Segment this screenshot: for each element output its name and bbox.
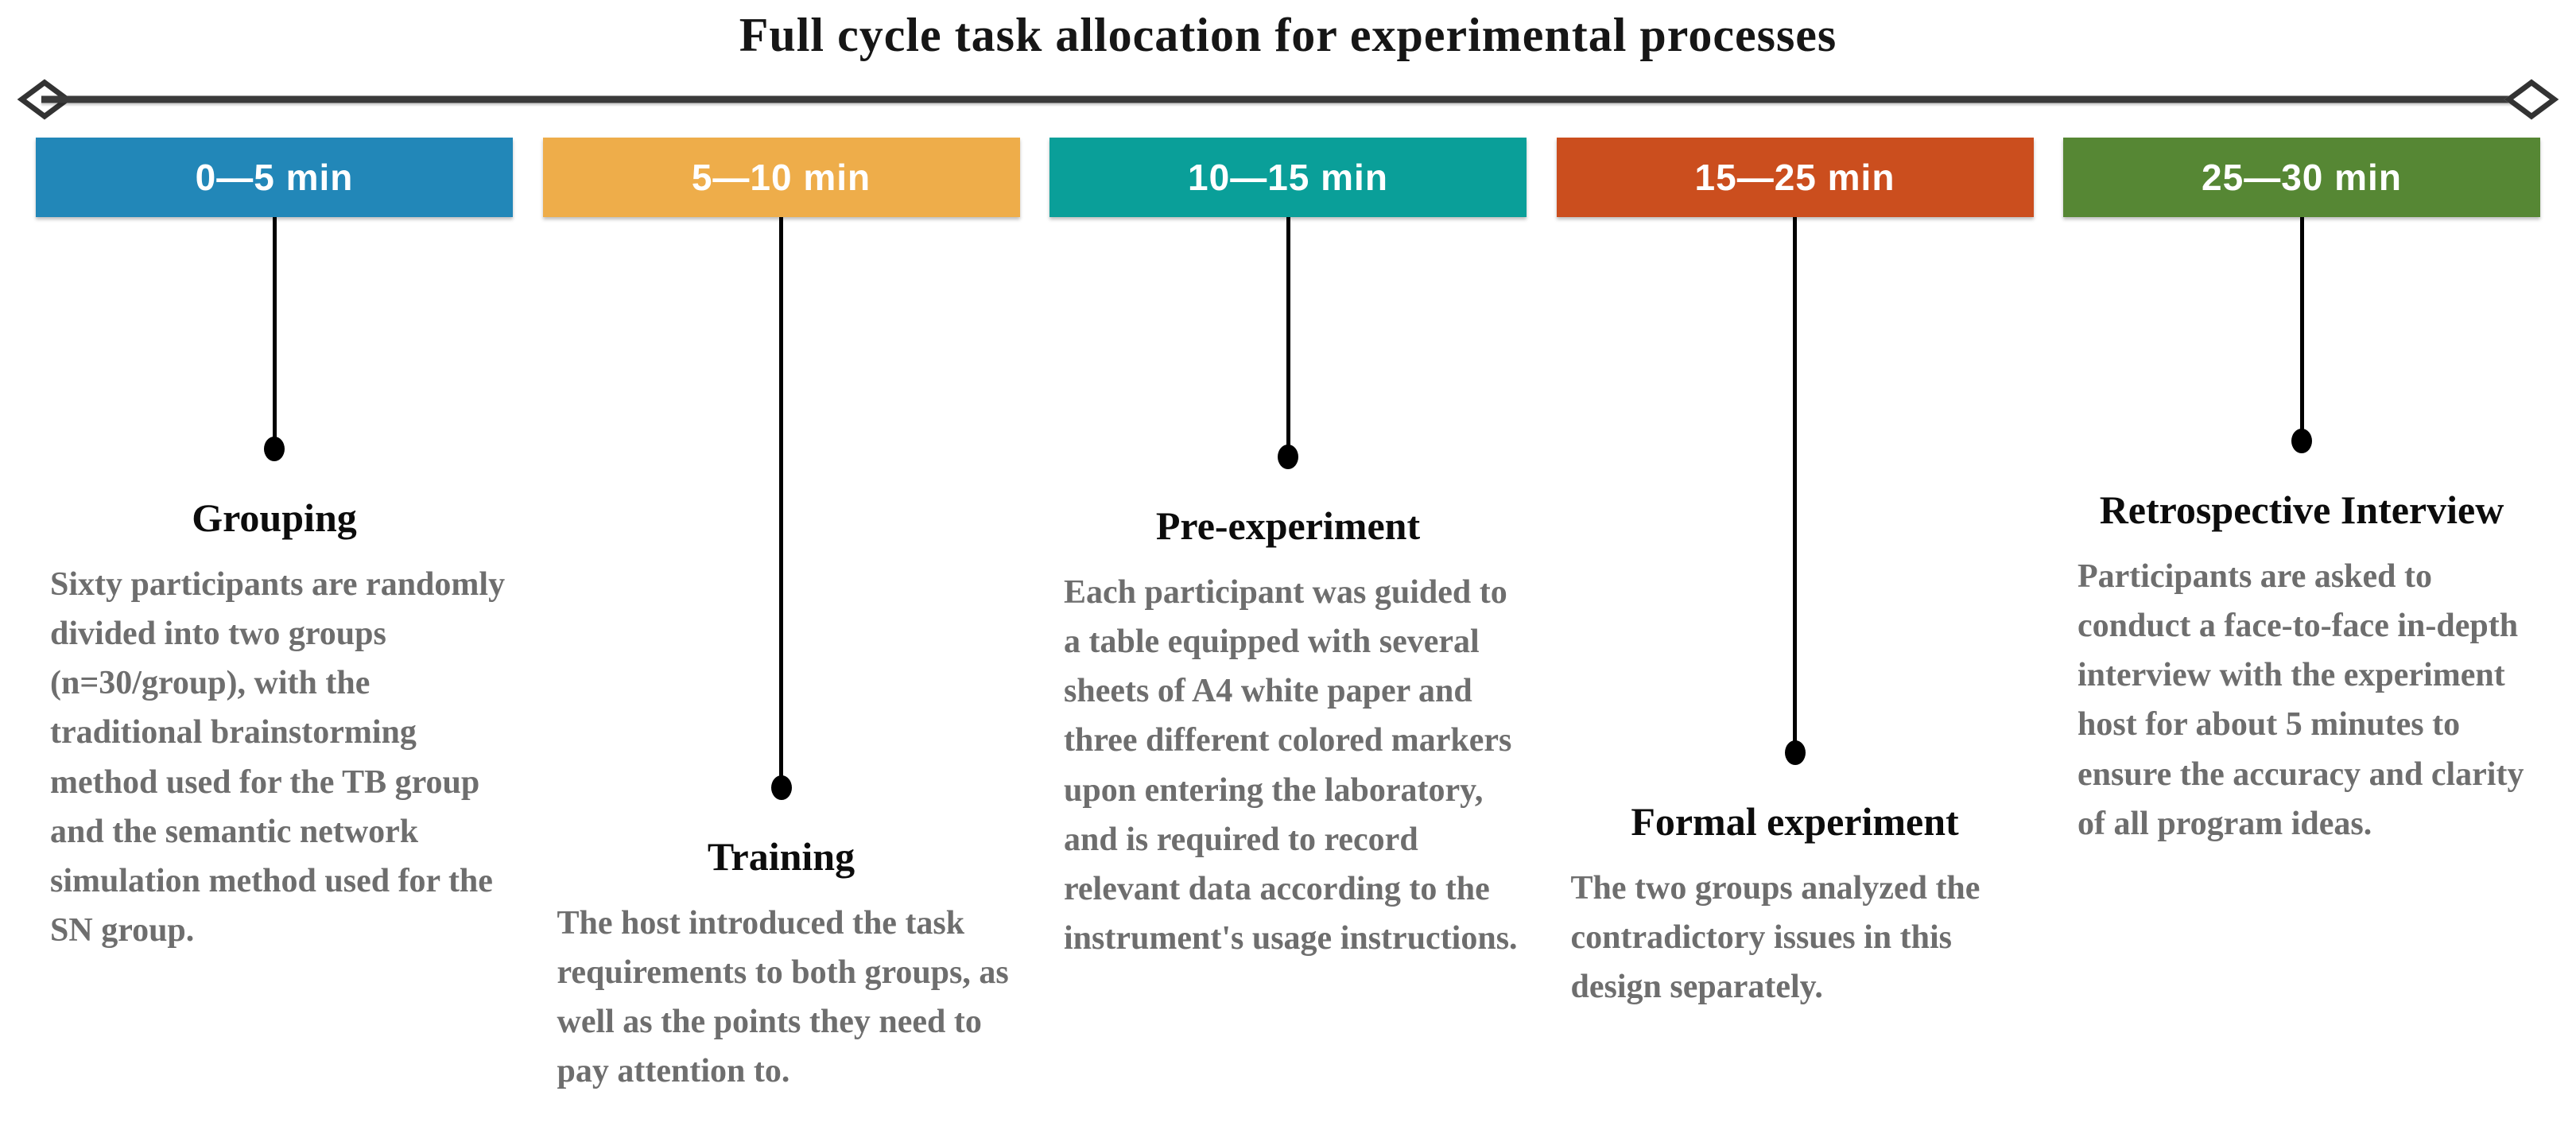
axis-right-diamond-icon	[2504, 79, 2559, 120]
timeline-axis	[17, 79, 2559, 120]
phase-column-training: 5—10 min Training The host introduced th…	[542, 138, 1020, 1097]
connector-line	[272, 217, 277, 438]
diagram-title: Full cycle task allocation for experimen…	[739, 9, 1837, 61]
phase-column-retrospective-interview: 25—30 min Retrospective Interview Partic…	[2063, 138, 2540, 1097]
phase-time-box: 0—5 min	[36, 138, 513, 217]
phase-heading: Retrospective Interview	[2099, 487, 2504, 532]
phase-heading: Formal experiment	[1631, 799, 1959, 844]
phase-column-grouping: 0—5 min Grouping Sixty participants are …	[36, 138, 513, 1097]
phase-description: The host introduced the task requirement…	[557, 905, 1009, 1090]
phase-description: Each participant was guided to a table e…	[1064, 574, 1518, 957]
phase-heading: Grouping	[192, 495, 357, 540]
phase-time-box: 10—15 min	[1049, 138, 1527, 217]
connector-dot-icon	[1278, 445, 1298, 469]
phase-heading: Pre-experiment	[1155, 503, 1421, 548]
connector-dot-icon	[770, 775, 792, 800]
phase-time-box: 25—30 min	[2063, 138, 2540, 217]
phase-description: Sixty participants are randomly divided …	[50, 566, 506, 950]
phase-column-formal-experiment: 15—25 min Formal experiment The two grou…	[1556, 138, 2034, 1097]
phase-time-box: 15—25 min	[1556, 138, 2034, 217]
connector-line	[1793, 217, 1797, 742]
connector-line	[2299, 217, 2304, 430]
phase-description: Participants are asked to conduct a face…	[2077, 558, 2524, 842]
phase-column-pre-experiment: 10—15 min Pre-experiment Each participan…	[1049, 138, 1527, 1097]
phase-time-box: 5—10 min	[542, 138, 1020, 217]
connector-line	[779, 217, 783, 777]
phase-heading: Training	[707, 834, 855, 879]
connector-dot-icon	[264, 437, 285, 461]
phase-columns: 0—5 min Grouping Sixty participants are …	[0, 117, 2576, 1097]
connector-line	[1286, 217, 1290, 446]
axis-line	[41, 95, 2535, 103]
connector-dot-icon	[1784, 740, 1806, 765]
phase-description: The two groups analyzed the contradictor…	[1570, 870, 1980, 1006]
connector-dot-icon	[2291, 429, 2312, 453]
